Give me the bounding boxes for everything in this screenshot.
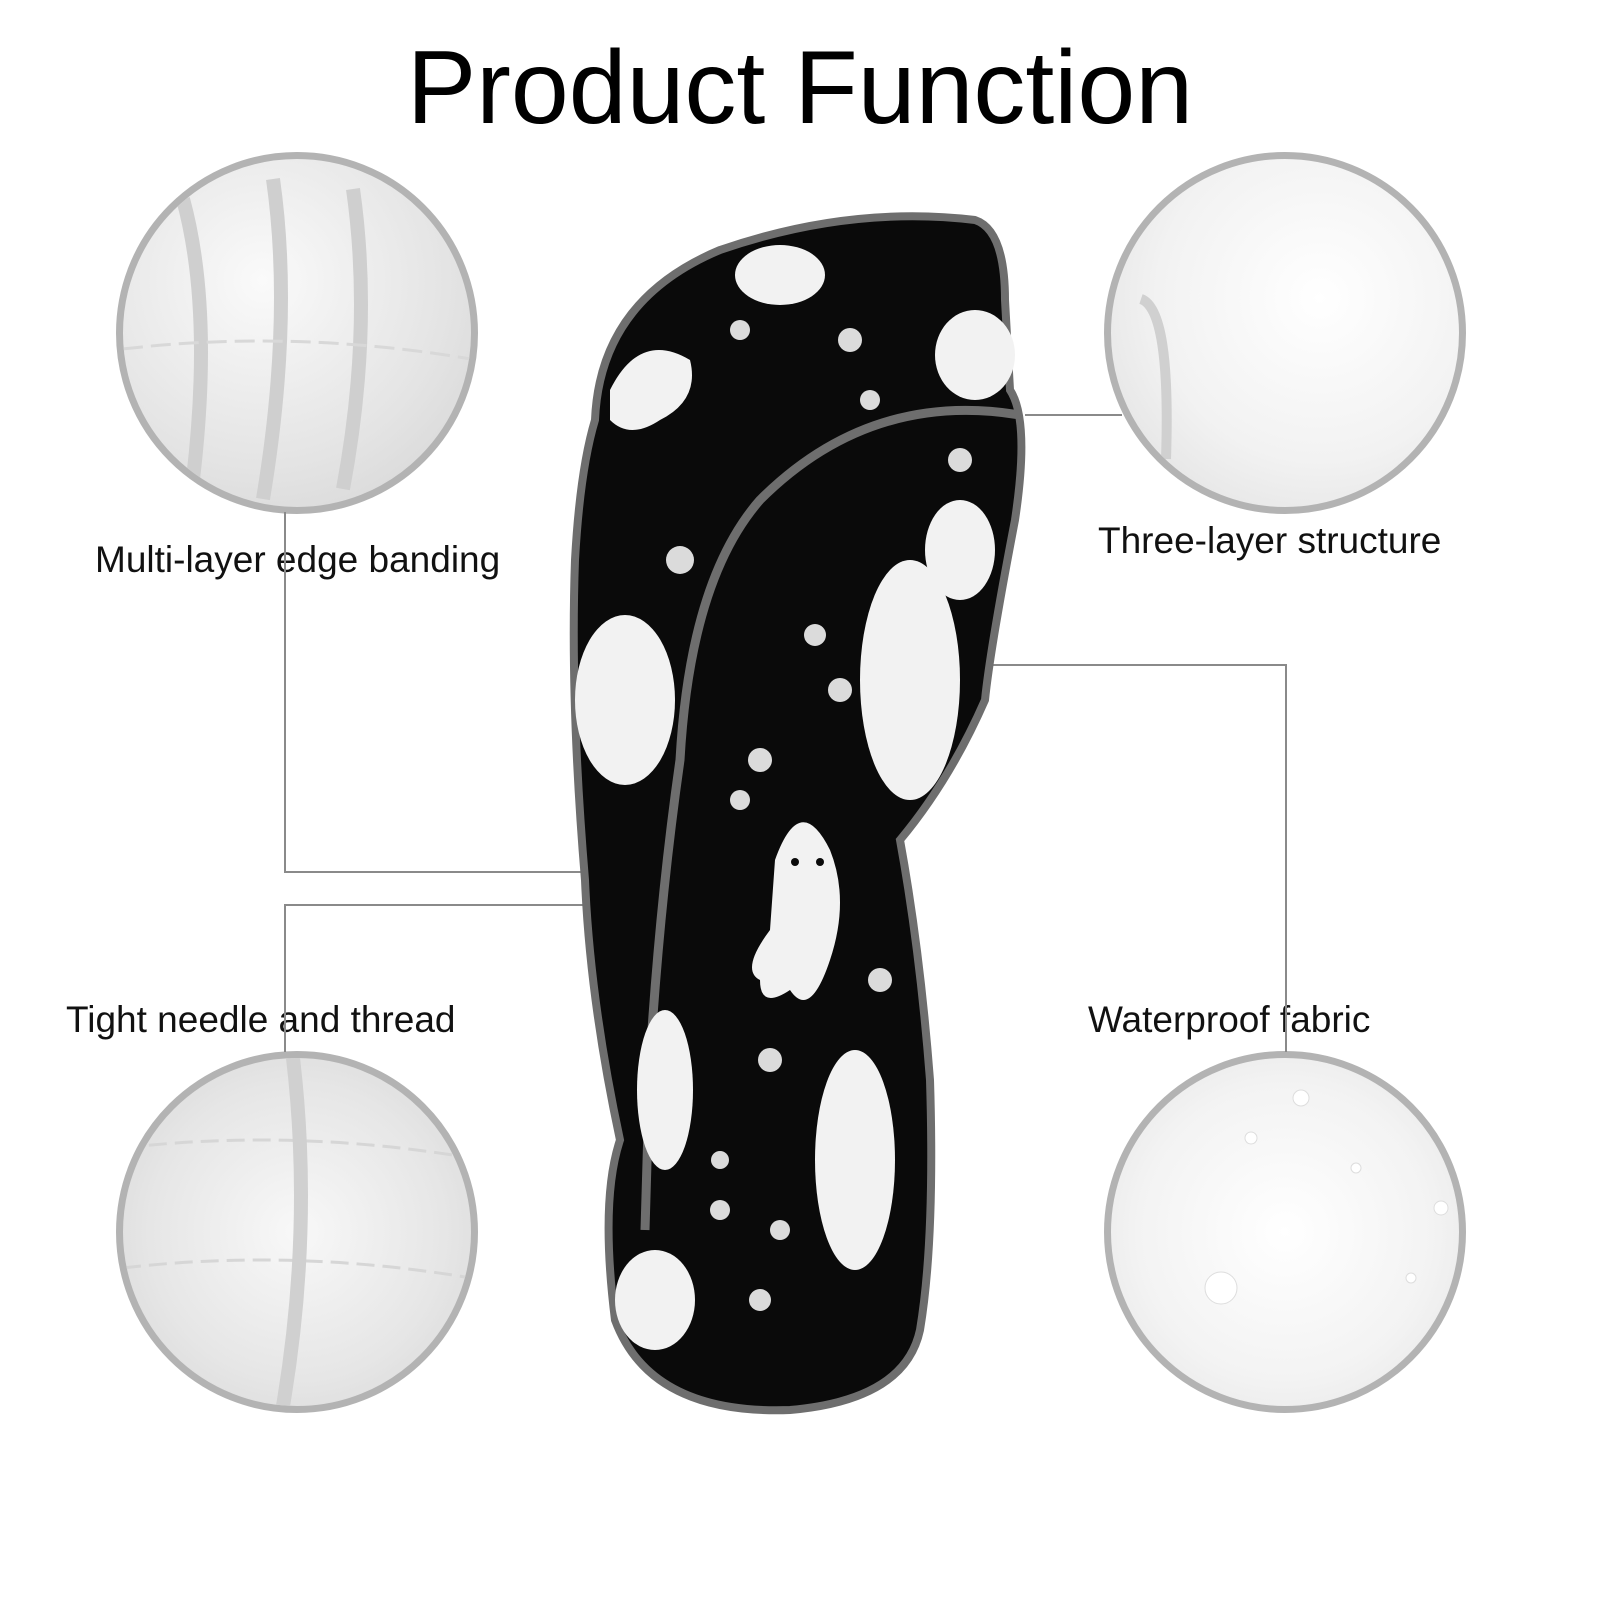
connector-line (1285, 664, 1287, 1052)
water-droplets (1204, 1089, 1449, 1305)
connector-line (284, 871, 592, 873)
detail-circle-three-layer (1104, 152, 1466, 514)
leopard-ghost-pattern (575, 245, 1015, 1350)
fabric-fold-texture (123, 178, 471, 501)
feature-label-waterproof: Waterproof fabric (1088, 999, 1371, 1040)
stitch-texture (123, 1058, 471, 1406)
connector-line (1025, 414, 1122, 416)
layer-curve (1138, 294, 1172, 460)
ghost-face (791, 858, 824, 866)
feature-label-three-layer: Three-layer structure (1098, 520, 1442, 561)
detail-circle-edge-banding (116, 152, 478, 514)
connector-line (968, 664, 1287, 666)
feature-label-edge-banding: Multi-layer edge banding (95, 539, 501, 580)
detail-circle-waterproof (1104, 1051, 1466, 1413)
feature-label-needle-thread: Tight needle and thread (66, 999, 456, 1040)
connector-line (284, 512, 286, 873)
detail-circle-needle-thread (116, 1051, 478, 1413)
connector-line (284, 904, 592, 906)
page-title: Product Function (406, 30, 1194, 146)
connector-line (284, 904, 286, 1052)
